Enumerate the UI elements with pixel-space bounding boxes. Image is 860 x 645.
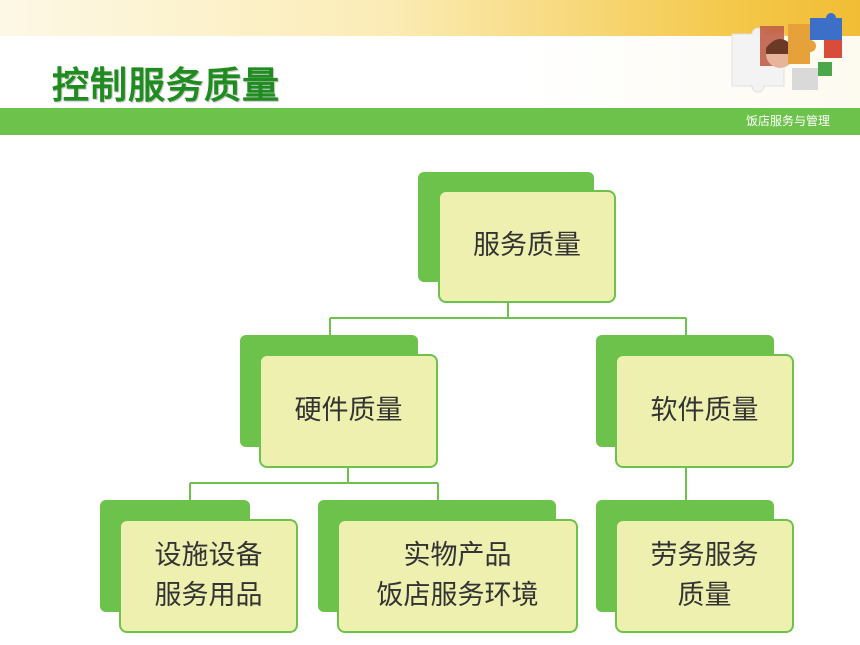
node-facilities-supplies: 设施设备 服务用品 (100, 500, 298, 633)
node-label-line-2: 质量 (677, 580, 732, 611)
node-front: 软件质量 (615, 354, 794, 468)
node-hardware-quality: 硬件质量 (240, 335, 438, 468)
puzzle-photo-icon (731, 13, 842, 93)
node-physical-products: 实物产品 饭店服务环境 (318, 500, 578, 633)
section-bar (0, 108, 860, 135)
node-labor-service-quality: 劳务服务 质量 (596, 500, 794, 633)
node-front: 设施设备 服务用品 (119, 519, 298, 633)
node-label-line-1: 劳务服务 (650, 539, 759, 571)
header-band (0, 0, 860, 36)
node-label-line-1: 设施设备 (154, 539, 263, 571)
node-label: 服务质量 (473, 230, 581, 262)
node-label: 硬件质量 (294, 394, 403, 426)
node-front: 服务质量 (438, 190, 616, 303)
node-front: 实物产品 饭店服务环境 (337, 519, 578, 633)
node-software-quality: 软件质量 (596, 335, 794, 468)
node-label-line-2: 服务用品 (154, 580, 263, 611)
page-title: 控制服务质量 (52, 64, 280, 107)
course-name: 饭店服务与管理 (745, 114, 830, 128)
node-front: 劳务服务 质量 (615, 519, 794, 633)
node-label-line-1: 实物产品 (403, 539, 512, 571)
title-zone (0, 36, 860, 108)
node-label-line-2: 饭店服务环境 (376, 580, 539, 611)
node-label: 软件质量 (650, 394, 759, 426)
node-service-quality: 服务质量 (418, 172, 616, 303)
node-front: 硬件质量 (259, 354, 438, 468)
